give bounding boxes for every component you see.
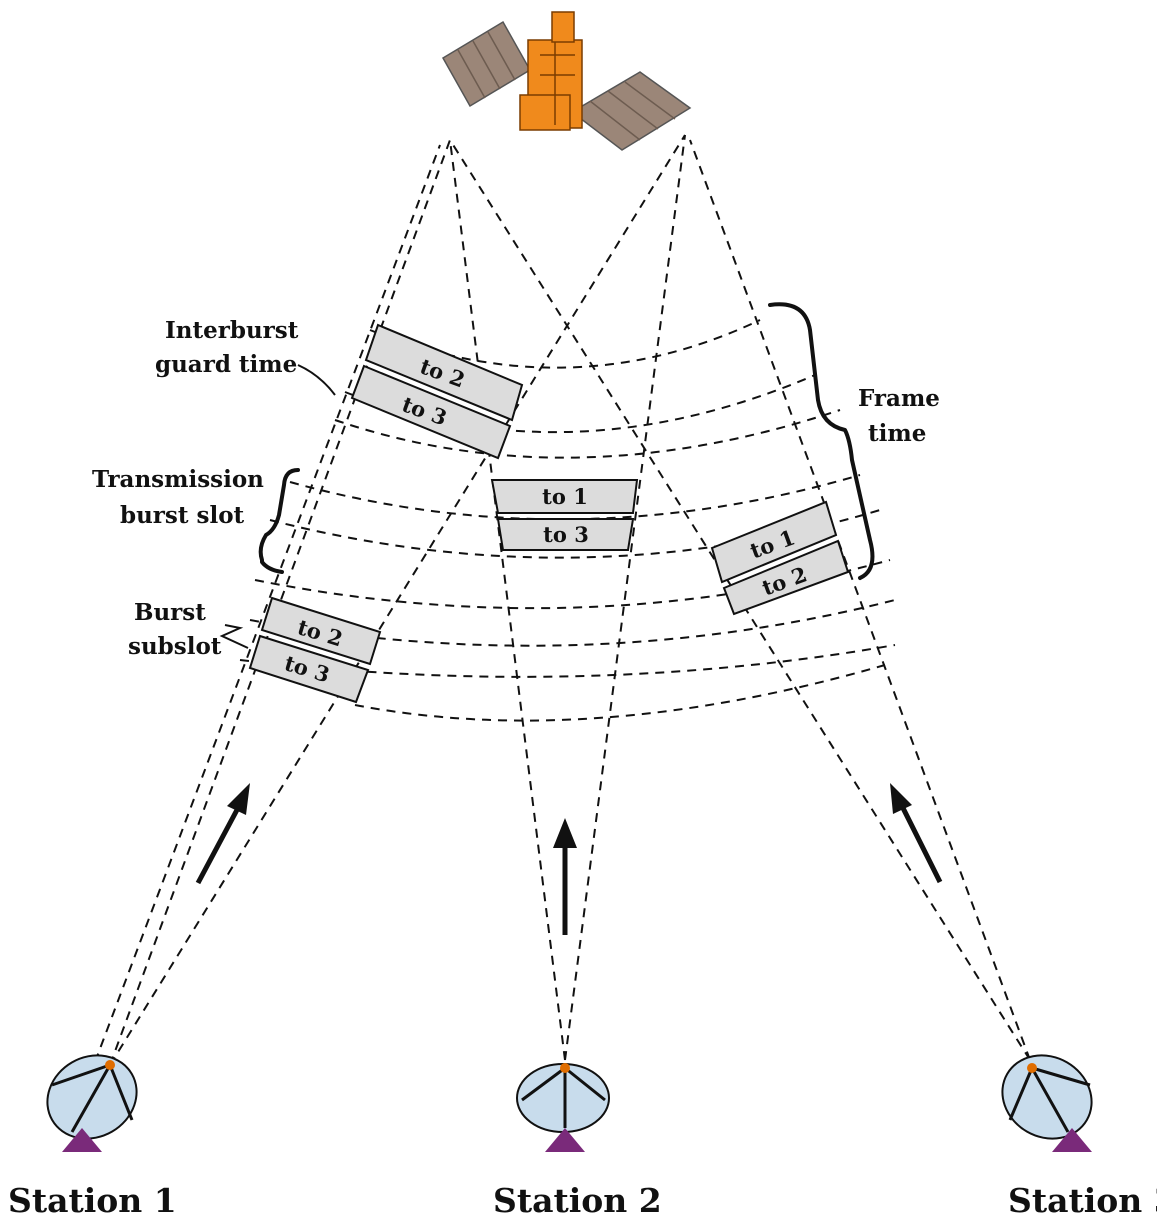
station-3-label: Station 3	[1008, 1181, 1157, 1220]
station-labels: Station 1 Station 2 Station 3	[8, 1181, 1157, 1220]
station-1-label: Station 1	[8, 1181, 177, 1220]
transmission-brace	[261, 470, 298, 572]
frame-label-line1: Frame	[858, 385, 940, 412]
interburst-label-line2: guard time	[155, 351, 297, 378]
burst-group-station3: to 1 to 2	[712, 502, 848, 614]
transmission-label-line1: Transmission	[92, 466, 264, 493]
station-3-dish	[987, 1039, 1107, 1154]
satellite-icon	[443, 12, 690, 150]
burst-label: to 1	[542, 484, 588, 509]
transmission-label-line2: burst slot	[120, 502, 245, 529]
station-2-dish	[517, 1063, 609, 1152]
burst-label: to 3	[543, 522, 589, 547]
arrow-icon	[553, 818, 577, 935]
burst-label-line1: Burst	[134, 599, 206, 626]
arrow-icon	[198, 783, 250, 883]
interburst-pointer	[298, 365, 335, 395]
burst-group-station2: to 1 to 3	[492, 480, 637, 550]
burst-group-station1-lower: to 2 to 3	[250, 598, 380, 702]
subslot-pointer	[222, 625, 248, 648]
station-1-dish	[32, 1039, 152, 1154]
burst-label-line2: subslot	[128, 633, 222, 660]
interburst-label-line1: Interburst	[165, 317, 299, 344]
frame-label-line2: time	[868, 420, 926, 447]
station-2-label: Station 2	[493, 1181, 662, 1220]
burst-group-station1-upper: to 2 to 3	[352, 325, 522, 458]
uplink-arrows	[198, 783, 940, 935]
